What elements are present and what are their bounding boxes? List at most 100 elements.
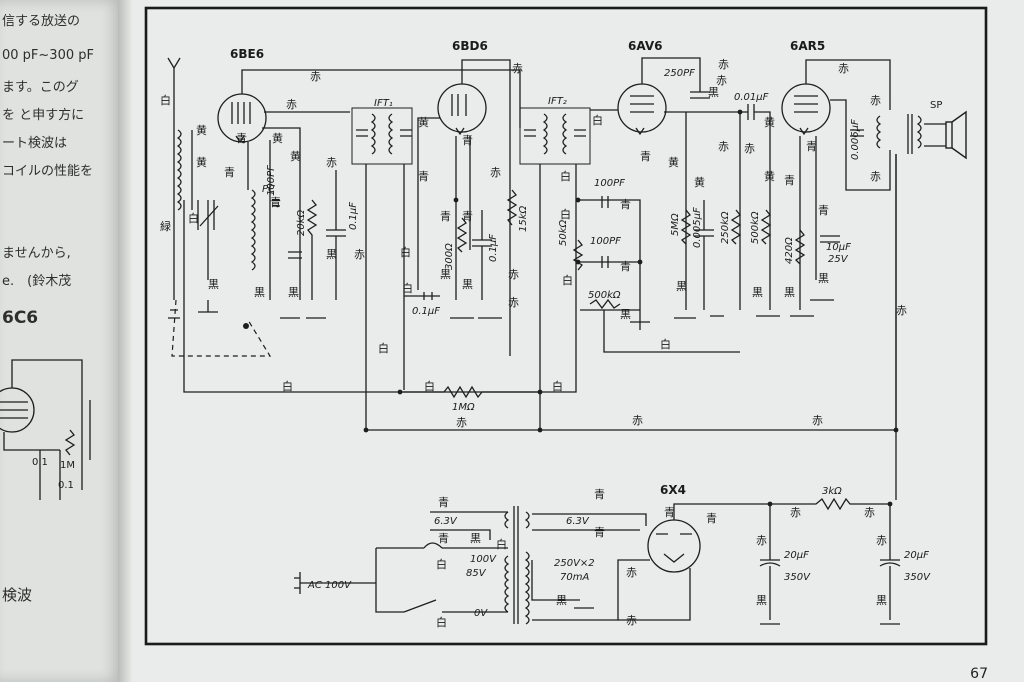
label-3k: 3kΩ bbox=[822, 486, 842, 497]
wire-color-label: 黄 bbox=[196, 155, 207, 169]
left-page-tube-label: 6C6 bbox=[2, 308, 39, 328]
wire-color-label: 青 bbox=[594, 488, 605, 501]
wire-color-label: 白 bbox=[552, 379, 563, 393]
wire-color-label: 白 bbox=[282, 379, 293, 393]
resistor-420 bbox=[794, 229, 806, 265]
cap-0-01 bbox=[740, 104, 771, 310]
wire-color-label: 黒 bbox=[756, 594, 767, 607]
speaker-label: SP bbox=[930, 100, 942, 111]
secondary-current-label: 70mA bbox=[560, 572, 589, 583]
label-500k-pot: 500kΩ bbox=[588, 290, 621, 301]
speaker-icon bbox=[945, 110, 967, 160]
label-25v: 25V bbox=[828, 254, 849, 265]
wire-color-label: 青 bbox=[806, 140, 817, 153]
output-transformer bbox=[876, 115, 882, 149]
wire-color-label: 赤 bbox=[838, 62, 849, 75]
cap-0-005 bbox=[694, 200, 714, 310]
wire-color-label: 黒 bbox=[288, 286, 299, 299]
wire-color-label: 赤 bbox=[716, 74, 727, 87]
left-page-line: 検波 bbox=[2, 586, 33, 604]
wire-color-label: 青 bbox=[224, 166, 235, 179]
gang-tuning-link bbox=[171, 299, 272, 357]
wire-color-label: 白 bbox=[436, 615, 447, 629]
wire-color-label: 黒 bbox=[708, 86, 719, 99]
wire-color-label: 黒 bbox=[556, 594, 567, 607]
wire-color-label: 黒 bbox=[752, 286, 763, 299]
wire-color-label: 赤 bbox=[626, 566, 637, 579]
wire-color-label: 黒 bbox=[676, 280, 687, 293]
tap-100v-label: 100V bbox=[470, 554, 497, 565]
fuse-icon bbox=[423, 542, 443, 549]
wire-color-label: 白 bbox=[402, 281, 413, 295]
label-350v-a: 350V bbox=[784, 572, 811, 583]
cap-10uf bbox=[820, 235, 840, 243]
wire-color-label: 白 bbox=[436, 557, 447, 571]
page-number: 67 bbox=[970, 666, 988, 682]
cap-0-1-b bbox=[472, 210, 492, 300]
label-100pf-osc: 100PF bbox=[266, 165, 277, 196]
ift2-label: IFT₂ bbox=[548, 96, 567, 107]
resistor-250k bbox=[730, 209, 742, 245]
label-15k: 15kΩ bbox=[518, 205, 529, 232]
wire-color-label: 青 bbox=[440, 210, 451, 223]
wire-color-label: 黒 bbox=[784, 286, 795, 299]
wire-color-label: 青 bbox=[236, 132, 247, 145]
wire-color-label: 赤 bbox=[632, 414, 643, 427]
wire-color-label: 赤 bbox=[508, 296, 519, 309]
label-100pf-a: 100PF bbox=[594, 178, 625, 189]
wire-color-label: 赤 bbox=[354, 248, 365, 261]
left-page-line: を と申す方に bbox=[2, 108, 85, 123]
wire-color-label: 白 bbox=[378, 341, 389, 355]
label-0-005uf: 0.005μF bbox=[692, 207, 703, 248]
ift1-label: IFT₁ bbox=[374, 98, 393, 109]
tube-6bd6-symbol bbox=[437, 83, 487, 133]
tube-label-6av6: 6AV6 bbox=[628, 39, 662, 53]
wire-color-label: 青 bbox=[620, 198, 631, 211]
cap-20uf-b bbox=[879, 504, 901, 620]
label-20k: 20kΩ bbox=[296, 209, 307, 236]
left-page-line: ませんから, bbox=[2, 246, 71, 261]
left-page: 信する放送の 00 pF~300 pF ます。このグ を と申す方に ート検波は… bbox=[0, 0, 122, 682]
label-420: 420Ω bbox=[784, 237, 795, 264]
svg-text:0.1: 0.1 bbox=[32, 457, 48, 468]
power-transformer-core bbox=[513, 506, 519, 624]
potentiometer-500k bbox=[580, 298, 640, 311]
ac-plug-label: AC 100V bbox=[307, 580, 352, 591]
heater-voltage-label: 6.3V bbox=[434, 516, 458, 527]
label-0-1uf-b: 0.1μF bbox=[488, 234, 499, 262]
left-page-line: 00 pF~300 pF bbox=[2, 48, 94, 63]
label-50k: 50kΩ bbox=[558, 219, 569, 246]
wire-color-label: 赤 bbox=[286, 98, 297, 111]
left-page-line: 信する放送の bbox=[2, 14, 81, 29]
wire-color-label: 青 bbox=[270, 196, 281, 209]
wire-color-label: 青 bbox=[462, 134, 473, 147]
resistor-3k bbox=[673, 497, 890, 520]
oscillator-coil bbox=[250, 189, 256, 271]
wire-color-label: 青 bbox=[640, 150, 651, 163]
wire-color-label: 白 bbox=[400, 245, 411, 259]
ac-plug-icon bbox=[294, 572, 376, 594]
wire-color-label: 赤 bbox=[456, 416, 467, 429]
wire-color-label: 青 bbox=[438, 496, 449, 509]
wire-color-label: 赤 bbox=[896, 304, 907, 317]
wire-color-label: 赤 bbox=[508, 268, 519, 281]
label-0-1uf-a: 0.1μF bbox=[348, 202, 359, 230]
resistor-500k bbox=[760, 209, 772, 245]
resistor-5m bbox=[680, 209, 692, 245]
cap-20uf-a bbox=[759, 504, 781, 620]
wire-color-label: 青 bbox=[784, 174, 795, 187]
label-0-006uf: 0.006μF bbox=[850, 119, 861, 160]
wire-color-label: 黒 bbox=[326, 248, 337, 261]
wire-color-label: 黄 bbox=[764, 169, 775, 183]
label-20uf-b: 20μF bbox=[904, 550, 929, 561]
antenna-icon bbox=[167, 57, 181, 300]
wire-color-label: 黒 bbox=[470, 532, 481, 545]
left-page-line: コイルの性能を bbox=[2, 164, 94, 179]
power-switch-icon bbox=[403, 599, 437, 613]
wire-color-label: 赤 bbox=[744, 142, 755, 155]
wire-color-label: 青 bbox=[418, 170, 429, 183]
tube-label-6bd6: 6BD6 bbox=[452, 39, 488, 53]
resistor-1m bbox=[400, 385, 540, 399]
label-350v-b: 350V bbox=[904, 572, 931, 583]
wire-color-label: 黄 bbox=[694, 175, 705, 189]
